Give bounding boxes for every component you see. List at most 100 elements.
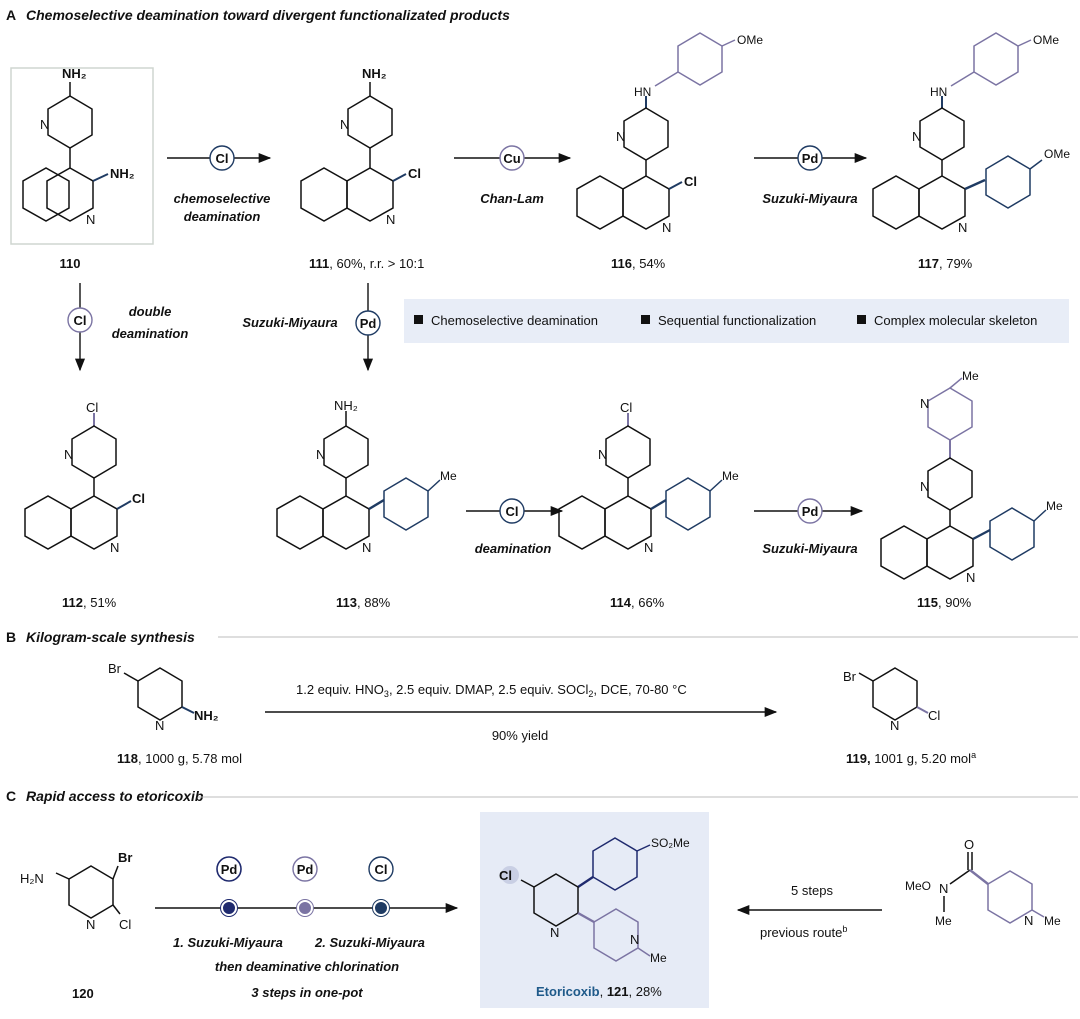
c114-n-iso: N (644, 540, 653, 555)
etoricoxib-yield: , 28% (629, 984, 663, 999)
c110-nh2-top: NH₂ (62, 66, 87, 81)
c114-num: 114 (610, 595, 632, 610)
legend-box (404, 299, 1069, 343)
cl-reagent-icon-2 (67, 307, 93, 333)
weinreb-o: O (964, 837, 974, 852)
c118-br: Br (108, 661, 122, 676)
c116-ome: OMe (737, 33, 763, 47)
reagent-cu: Cu (503, 151, 520, 166)
step-2-dot-ring (296, 899, 314, 917)
deamination-label-2: deamination (112, 326, 189, 341)
pd-catalyst-icon-5 (292, 856, 318, 882)
weinreb-n-pyridine: N (1024, 913, 1033, 928)
c113-num: 113 (336, 595, 357, 610)
compound-113-structure (276, 411, 441, 550)
suzuki-label-3: Suzuki-Miyaura (762, 541, 857, 556)
c115-num: 115 (917, 595, 938, 610)
section-c-letter: C (6, 788, 16, 804)
reagent-cl-3: Cl (506, 504, 519, 519)
step-1-dot (221, 900, 237, 916)
c112-n-iso: N (110, 540, 119, 555)
c115-yield: , 90% (938, 595, 972, 610)
cu-catalyst-icon (499, 145, 525, 171)
deamination-label-3: deamination (475, 541, 552, 556)
compound-119-structure (858, 667, 929, 721)
etoricoxib-comma: , (600, 984, 607, 999)
compound-114-structure (558, 413, 723, 550)
suzuki-label-1: Suzuki-Miyaura (762, 191, 857, 206)
compound-115-structure (880, 377, 1047, 580)
compound-112-structure (24, 413, 132, 550)
cl-highlight (501, 866, 519, 884)
cond-post: , DCE, 70-80 °C (593, 682, 686, 697)
pd-catalyst-icon (797, 145, 823, 171)
c119-n: N (890, 718, 899, 733)
c117-hn: HN (930, 85, 947, 99)
cl-reagent-icon-4 (368, 856, 394, 882)
c117-num: 117 (918, 256, 939, 271)
weinreb-me-ring: Me (1044, 914, 1061, 928)
reagent-cl-1: Cl (216, 151, 229, 166)
chan-lam-label: Chan-Lam (480, 191, 544, 206)
c116-n-iso: N (662, 220, 671, 235)
c114-n-pyridine: N (598, 447, 607, 462)
c117-ome-top: OMe (1033, 33, 1059, 47)
section-b-letter: B (6, 629, 16, 645)
c117-n-iso: N (958, 220, 967, 235)
reagent-pd-4: Pd (221, 862, 238, 877)
legend-bullet-3 (857, 315, 866, 324)
legend-item-3: Complex molecular skeleton (874, 313, 1037, 328)
c117-n-pyridine: N (912, 129, 921, 144)
c117-ome-side: OMe (1044, 147, 1070, 161)
c110-nh2-side: NH₂ (110, 166, 135, 181)
c111-nh2: NH₂ (362, 66, 387, 81)
cl-reagent-icon (209, 145, 235, 171)
previous-route-label: previous routeb (760, 924, 847, 940)
reagent-pd-3: Pd (802, 504, 819, 519)
c111-n-iso: N (386, 212, 395, 227)
section-c-title: Rapid access to etoricoxib (26, 788, 204, 804)
c114-cl: Cl (620, 400, 632, 415)
compound-111-structure (300, 82, 407, 222)
c118-amount: , 1000 g, 5.78 mol (138, 751, 242, 766)
c113-label: 113, 88% (336, 595, 391, 610)
previous-route-footnote: b (842, 924, 847, 934)
c117-label: 117, 79% (918, 256, 973, 271)
weinreb-amide-structure (943, 852, 1045, 924)
step-2-label: 2. Suzuki-Miyaura (314, 935, 425, 950)
c119-br: Br (843, 669, 857, 684)
c113-n-pyridine: N (316, 447, 325, 462)
legend-item-2: Sequential functionalization (658, 313, 816, 328)
reagent-cl-4: Cl (375, 862, 388, 877)
etoricoxib-cl: Cl (499, 868, 512, 883)
c118-num: 118 (117, 751, 138, 766)
c110-n-pyridine: N (40, 117, 49, 132)
step-2-dot (297, 900, 313, 916)
etoricoxib-structure (520, 837, 651, 962)
compound-110-frame (10, 67, 154, 245)
step-3-dot (373, 900, 389, 916)
c115-me-top: Me (962, 369, 979, 383)
weinreb-me-n: Me (935, 914, 952, 928)
compound-116-structure (576, 32, 736, 230)
etoricoxib-num: 121 (607, 984, 629, 999)
pd-catalyst-icon-3 (797, 498, 823, 524)
c117-yield: , 79% (939, 256, 973, 271)
pd-catalyst-icon-4 (216, 856, 242, 882)
step-1-label: 1. Suzuki-Miyaura (173, 935, 283, 950)
etoricoxib-box (480, 812, 709, 1008)
c116-label: 116, 54% (611, 256, 666, 271)
c113-me: Me (440, 469, 457, 483)
etoricoxib-name: Etoricoxib (536, 984, 600, 999)
legend-bullet-2 (641, 315, 650, 324)
c119-label: 119, 1001 g, 5.20 mola (846, 750, 976, 766)
reagent-pd-2: Pd (360, 316, 377, 331)
reagent-cl-2: Cl (74, 313, 87, 328)
pd-catalyst-icon-2 (355, 310, 381, 336)
compound-110-structure (22, 82, 109, 222)
double-label: double (129, 304, 172, 319)
c112-label: 112, 51% (62, 595, 117, 610)
c111-cl: Cl (408, 166, 421, 181)
compound-120-structure (55, 865, 121, 919)
